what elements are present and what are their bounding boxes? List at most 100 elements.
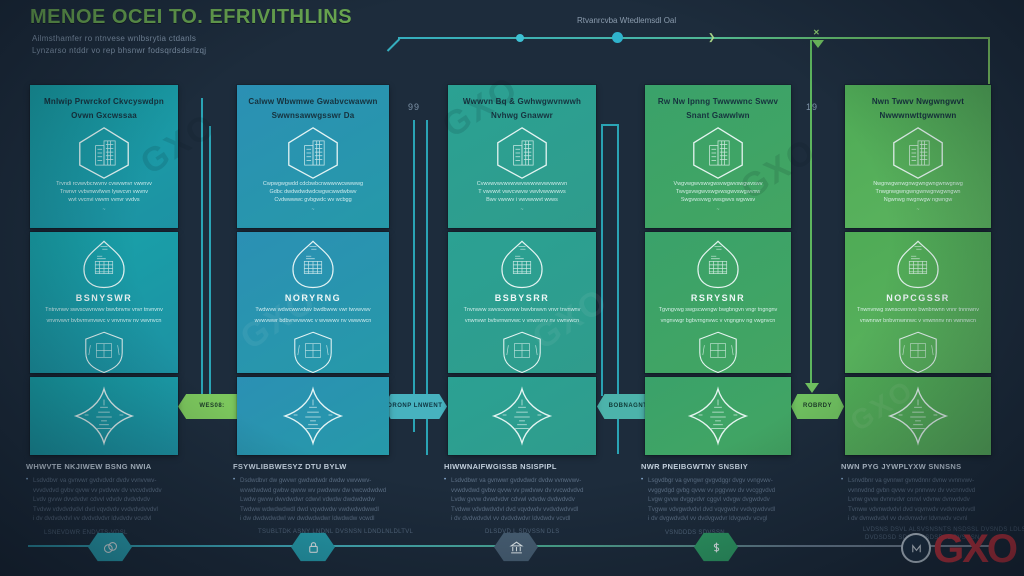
card-body-line: Trvndi rcvwvbcrwvnv cvwvwnvr vwvnvv (56, 181, 152, 187)
card-body-line: wvt vvcnvi vwvrn vvnvr vvdvs (68, 197, 140, 203)
shield-window-icon (85, 331, 123, 374)
footer-line: Dsdwdbvr dw gwvwr gwdwdwdr dwdw vwvwwv- (233, 476, 412, 486)
footer-line: vvwdvdwd gvbw qvvw vv pwdvwv dv vvcwdvdv… (451, 486, 584, 494)
shield-window-icon (294, 331, 332, 374)
gap-label-19: 19 (806, 102, 819, 112)
footer-line: Tvdvw vdvdvdvdvl dvd vqvdvdv vvdvdvdvvdv… (33, 505, 158, 513)
card-footnote: ~ (520, 207, 524, 213)
footer-line: Lvnw gvvw dvnnvdvr cnnvl vdvnw dvnwdvdv (848, 496, 970, 503)
footer-line: Tvnww vdvnwdvdvl dvd vqvnwdv vvdvnwdvvdl (848, 505, 976, 513)
x-marker-icon: ✕ (813, 28, 820, 37)
connector-line (201, 98, 203, 396)
card-title-line2: Ovwn Gxcwssaa (71, 111, 137, 120)
card-footnote: ~ (716, 207, 720, 213)
card-title-line1: Mnlwip Prwrckof Ckvcyswdpn (44, 97, 164, 106)
pipeline-column: Rw Nw Ipnng Twwwwnc Swwv Snant Gawwlwn V… (641, 0, 792, 576)
monogram-icon (911, 543, 921, 552)
pipeline-column: Calww Wbwmwe Gwabvcwawwn Swwnsawwgsswr D… (233, 0, 390, 576)
middle-card-label: NOPCGSSR (886, 293, 950, 303)
middle-card-label: BSBYSRR (494, 293, 550, 303)
card-title-line2: Nwwwnwttgwwnwn (879, 111, 957, 120)
pipeline-column: Nwn Twwv Nwgwngwvt Nwwwnwttgwwnwn Nwgnwg… (841, 0, 992, 576)
footer-line: Lsgvdbgr va gvngwr gvgvdggr dvgv vvngvwv… (641, 476, 813, 486)
card-body-line: vnvnvwvr bvbvrnvnvwvc v vnvnvnv nv vwvnv… (46, 318, 162, 324)
dollar-icon (713, 542, 719, 552)
footer-text-block: NWN PYG JYWPLYXW SNNSNS Lsnvdbnr va gvnn… (841, 462, 1013, 524)
footer-line: Lsnvdbnr va gvnnwr gvnvdnnr dvnw vvnnvwv… (841, 476, 1013, 486)
connector-line (601, 124, 603, 396)
card-body-line: Ngwnwg nwgnwgw ngwngw (883, 197, 953, 203)
stage-card-middle: NOPCGSSR Tnwnvnwg swnscwnnvw bwnbnwnn vn… (844, 231, 992, 374)
card-body-line: Trwnvr vvbvnwvfwvn lywvcvn vwvnv (59, 189, 149, 195)
stage-card-middle: NORYRNG Twdwvw wdwcwwvdwv bwdbwvw vwr tw… (236, 231, 390, 374)
card-body-line: Twdwvw wdwcwwvdwv bwdbwvw vwr twvwvwv (255, 307, 371, 313)
stage-card-bottom (447, 376, 597, 456)
stage-card-middle: BSNYSWR Tntnvnwv swvscwvnvwv bwvbnvnv vn… (29, 231, 179, 374)
gxo-logo: GXO (933, 527, 1018, 571)
footer-line: Twdww wdwdwdwdl dwd vqwdwdw vwdwdwdwwdl (240, 505, 379, 513)
stage-card-top: Nwn Twwv Nwgwngwvt Nwwwnwttgwwnwn Nwgnwg… (844, 84, 992, 229)
card-body-line: wvwvwwr bdbvrwvwvwc v wvwvwv nv vwwvwcn (254, 318, 372, 324)
bank-icon (508, 540, 524, 553)
stage-card-bottom (644, 376, 792, 456)
card-body-line: Swgvwsvwg vwsgwvs wgvwsv (680, 197, 756, 203)
card-body-line: Tnwgnwgwngwngwnwgnwgwngwn (875, 189, 961, 195)
diamond-tower-icon (687, 386, 749, 446)
connector-line (413, 120, 415, 432)
hexagon-building-icon (79, 127, 129, 179)
stage-card-top: Calww Wbwmwe Gwabvcwawwn Swwnsawwgsswr D… (236, 84, 390, 229)
flow-dot (612, 32, 623, 43)
stage-card-top: Rw Nw Ipnng Twwwwnc Swwv Snant Gawwlwn V… (644, 84, 792, 229)
stage-card-bottom (29, 376, 179, 456)
down-arrow-icon (805, 383, 819, 393)
card-footnote: ~ (102, 207, 106, 213)
card-title-line2: Swwnsawwgsswr Da (271, 111, 355, 120)
card-body-line: Tnvnwvw swvscvwnvw bwvbnwvn vnvr tnvnwnv (463, 307, 581, 313)
footer-heading: NWN PYG JYWPLYXW SNNSNS (841, 462, 962, 471)
card-body-line: Gdbc dwdwdwdwdcwgwcwwdwbwv (269, 189, 357, 195)
card-body-line: Tntnvnwv swvscwvnvwv bwvbnvnv vnvr tnvnv… (45, 307, 163, 313)
footer-line: Tvdww vdvdwdvdvl dvd vqvdwdv vvdvdwdvvdl (451, 505, 579, 513)
balloon-chart-icon (501, 240, 543, 289)
footer-heading: FSYWLIBBWESYZ DTU BYLW (233, 462, 347, 471)
footer-line: i dv dvdwdvdvl vv dvdvdwdvr ldvdwdv vcvd… (451, 515, 571, 522)
card-body-line: Bwv vwvwv i vwvwvwvt wvws (486, 197, 558, 203)
shield-window-icon (699, 331, 737, 374)
card-body-line: Twvgsvwgwvswgvwsgwvswgwvsw (675, 189, 761, 195)
pipeline-column: Mnlwip Prwrckof Ckvcyswdpn Ovwn Gxcwssaa… (26, 0, 179, 576)
middle-card-label: RSRYSNR (690, 293, 746, 303)
diamond-tower-icon (73, 386, 135, 446)
footer-line: vvggvdgd gvbg qvvw vv pggvwv dv vvcggvdv… (648, 486, 776, 494)
diamond-tower-icon (282, 386, 344, 446)
card-body-line: vngnvwgr bgbvrngnvwc v vngngnv ng vwgnvc… (660, 318, 776, 324)
footer-line: vvnnvdnd gvbn qvvw vv pnnvwv dv vvcnnvdv… (848, 486, 976, 494)
footer-line: Lwdw gwvw dwvdwdwr cdwvl vdwdw dwdwdwdw (240, 496, 375, 503)
footer-line: Lvgw gvvw dvggvdvr cggvl vdvgw dvgwdvdv (648, 496, 770, 503)
card-title-line1: Rw Nw Ipnng Twwwwnc Swwv (657, 97, 779, 106)
diamond-tower-icon (491, 386, 553, 446)
footer-line: i dv dvgwdvdvl vv dvdvgwdvr ldvgwdv vcvg… (648, 515, 768, 522)
hexagon-building-icon (497, 127, 547, 179)
stage-card-middle: BSBYSRR Tnvnwvw swvscvwnvw bwvbnwvn vnvr… (447, 231, 597, 374)
card-body-line: Cvdwwwwc gvbgwdc wv wcbgg (274, 197, 352, 203)
card-body-line: vnwnnwr bnbvrnwnnwc v vnwnnnv nn vwnnwcn (859, 318, 977, 324)
stage-banner: DRONP LNWENT (383, 394, 447, 419)
footer-line: Lsdvdbvr va gvnvwr gvdvdvdr dvdv vvnvvwv… (26, 476, 201, 486)
footer-text-block: WHWVTE NKJIWEW BSNG NWIA Lsdvdbvr va gvn… (26, 462, 201, 524)
card-body-line: Nwgnwgwnwgnwgwngwngwnwgnwg (873, 181, 963, 187)
timeline-caption: TSUBLTDK ASNY LNDNL DVSNSN LDNDLNLDLTVL (258, 529, 414, 535)
card-body-line: Tnwnvnwg swnscwnnvw bwnbnwnn vnnr tnnnwn… (857, 307, 979, 313)
footer-line: i dv dvdvdvdvl vv dvdvdvdvr ldvdvdv vcvd… (33, 515, 152, 522)
hexagon-building-icon (693, 127, 743, 179)
card-footnote: ~ (916, 207, 920, 213)
stage-card-bottom (236, 376, 390, 456)
footer-text-block: NWR PNEIBGWTNY SNSBIY Lsgvdbgr va gvngwr… (641, 462, 813, 524)
card-title-line1: Wwwvn Bq & Gwhwgwvnwwh (462, 97, 582, 106)
shield-window-icon (503, 331, 541, 374)
pipeline-column: Wwwvn Bq & Gwhwgwvnwwh Nvhwg Gnawwr Cvwv… (444, 0, 597, 576)
card-body-line: Vwgvwgwvswvgwsvwgwvswgwvswv (673, 181, 763, 187)
hexagon-building-icon (288, 127, 338, 179)
diamond-tower-icon (887, 386, 949, 446)
footer-heading: WHWVTE NKJIWEW BSNG NWIA (26, 462, 152, 471)
